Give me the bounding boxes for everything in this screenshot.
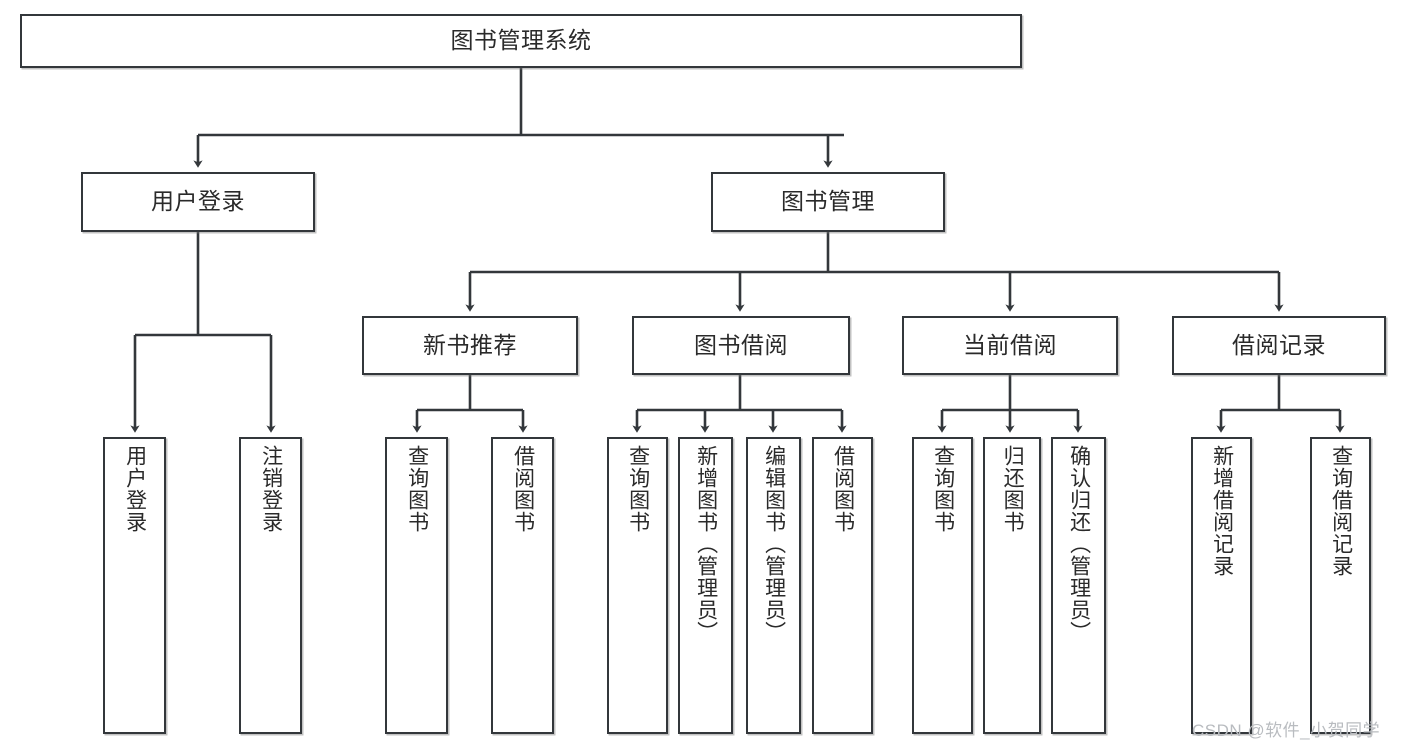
node-leaf-borrow-book-1-label: 借阅图书: [511, 445, 535, 533]
node-leaf-query-borrow-record[interactable]: 查询借阅记录: [1310, 437, 1371, 734]
node-book-management-label: 图书管理: [781, 188, 875, 215]
node-leaf-add-book[interactable]: 新增图书（管理员）: [678, 437, 733, 734]
node-borrow-record-label: 借阅记录: [1232, 331, 1326, 358]
node-new-book-recommend[interactable]: 新书推荐: [362, 316, 578, 375]
watermark-text: CSDN @软件_小贺同学: [1192, 721, 1381, 740]
node-leaf-query-book-3-label: 查询图书: [931, 445, 955, 533]
node-leaf-query-book-2[interactable]: 查询图书: [607, 437, 668, 734]
node-root-label: 图书管理系统: [450, 27, 592, 54]
node-leaf-add-borrow-record-label: 新增借阅记录: [1210, 445, 1234, 577]
node-leaf-query-book-1-label: 查询图书: [405, 445, 429, 533]
node-leaf-borrow-book-1[interactable]: 借阅图书: [491, 437, 554, 734]
node-leaf-logout-login[interactable]: 注销登录: [239, 437, 302, 734]
node-borrow-record[interactable]: 借阅记录: [1172, 316, 1386, 375]
node-book-borrow[interactable]: 图书借阅: [632, 316, 850, 375]
node-leaf-edit-book-label: 编辑图书（管理员）: [762, 445, 786, 643]
node-leaf-user-login-label: 用户登录: [123, 445, 147, 533]
node-leaf-confirm-return-label: 确认归还（管理员）: [1067, 445, 1091, 643]
node-leaf-borrow-book-2-label: 借阅图书: [831, 445, 855, 533]
node-leaf-user-login[interactable]: 用户登录: [103, 437, 166, 734]
node-leaf-query-book-2-label: 查询图书: [626, 445, 650, 533]
node-leaf-confirm-return[interactable]: 确认归还（管理员）: [1051, 437, 1106, 734]
node-book-borrow-label: 图书借阅: [694, 331, 788, 358]
node-leaf-return-book[interactable]: 归还图书: [983, 437, 1041, 734]
node-leaf-logout-login-label: 注销登录: [259, 445, 283, 533]
node-leaf-edit-book[interactable]: 编辑图书（管理员）: [746, 437, 801, 734]
node-leaf-query-book-3[interactable]: 查询图书: [912, 437, 973, 734]
node-leaf-borrow-book-2[interactable]: 借阅图书: [812, 437, 873, 734]
node-new-book-recommend-label: 新书推荐: [423, 331, 517, 358]
node-leaf-add-borrow-record[interactable]: 新增借阅记录: [1191, 437, 1252, 734]
node-book-management[interactable]: 图书管理: [711, 172, 945, 232]
node-user-login-label: 用户登录: [151, 188, 245, 215]
node-current-borrow[interactable]: 当前借阅: [902, 316, 1118, 375]
node-root[interactable]: 图书管理系统: [20, 14, 1022, 68]
node-leaf-add-book-label: 新增图书（管理员）: [694, 445, 718, 643]
node-leaf-return-book-label: 归还图书: [1001, 445, 1025, 533]
node-leaf-query-book-1[interactable]: 查询图书: [385, 437, 448, 734]
node-user-login[interactable]: 用户登录: [81, 172, 315, 232]
node-leaf-query-borrow-record-label: 查询借阅记录: [1329, 445, 1353, 577]
node-current-borrow-label: 当前借阅: [963, 331, 1057, 358]
